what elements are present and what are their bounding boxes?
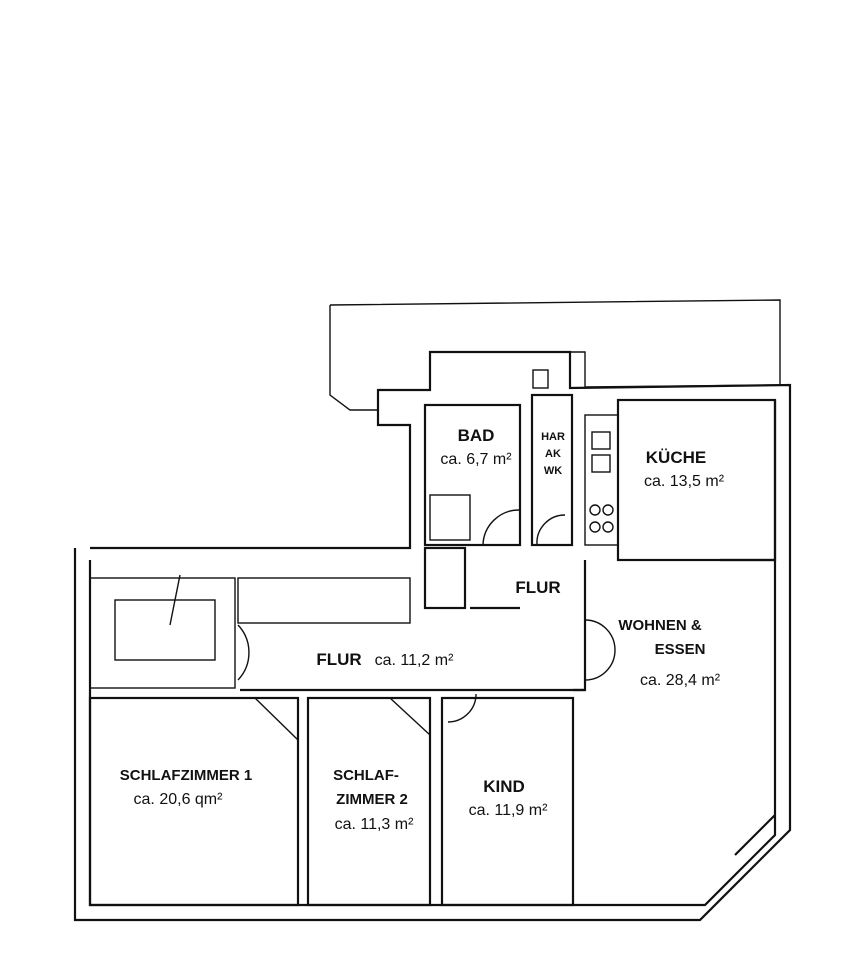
door-arc <box>536 514 566 546</box>
room-wohnen <box>573 560 587 692</box>
door-arc <box>237 624 250 681</box>
door-swing <box>254 697 299 741</box>
outer-wall <box>73 350 792 922</box>
schlaf2-label-2: ZIMMER 2 <box>336 791 408 808</box>
kueche-area: ca. 13,5 m² <box>644 473 725 490</box>
balcony-outline <box>329 299 781 411</box>
flur-area: ca. 11,2 m² <box>375 652 455 669</box>
essen-label: ESSEN <box>655 641 706 658</box>
stair-line <box>169 574 181 626</box>
wohnen-area: ca. 28,4 m² <box>640 672 721 689</box>
bay-window <box>734 814 776 856</box>
schlaf2-label-1: SCHLAF- <box>333 767 399 784</box>
door-arc <box>447 693 477 723</box>
room-technik <box>530 393 574 547</box>
kitchen-counter <box>584 414 619 546</box>
room-kind <box>440 696 575 907</box>
sink-icon <box>591 431 611 450</box>
flur-small-label: FLUR <box>515 578 560 597</box>
stove-icon <box>589 504 614 533</box>
schlaf2-area: ca. 11,3 m² <box>335 816 415 833</box>
bad-area: ca. 6,7 m² <box>440 451 512 468</box>
door-arc <box>584 619 616 681</box>
har-label: HAR <box>541 431 565 443</box>
ak-label: AK <box>545 448 561 460</box>
closet-area <box>89 577 236 689</box>
sink-icon <box>591 454 611 473</box>
shaft <box>532 369 549 389</box>
flur-label: FLUR <box>316 650 361 669</box>
wk-label: WK <box>544 465 562 477</box>
kind-area: ca. 11,9 m² <box>469 802 549 819</box>
wall-cabinet <box>237 577 411 624</box>
schlaf1-area: ca. 20,6 qm² <box>134 791 224 808</box>
kind-label: KIND <box>483 777 525 796</box>
room-bad <box>423 403 522 547</box>
schlaf1-label: SCHLAFZIMMER 1 <box>120 767 253 784</box>
door-arc <box>482 509 520 546</box>
kueche-label: KÜCHE <box>646 448 706 467</box>
stairs <box>114 599 216 661</box>
shower <box>429 494 471 541</box>
room-schlafzimmer-1 <box>88 696 300 907</box>
room-schlafzimmer-2 <box>306 696 432 907</box>
room-wc <box>423 546 467 610</box>
door-swing <box>389 697 431 736</box>
bad-label: BAD <box>458 426 495 445</box>
wohnen-label: WOHNEN & <box>618 617 701 634</box>
